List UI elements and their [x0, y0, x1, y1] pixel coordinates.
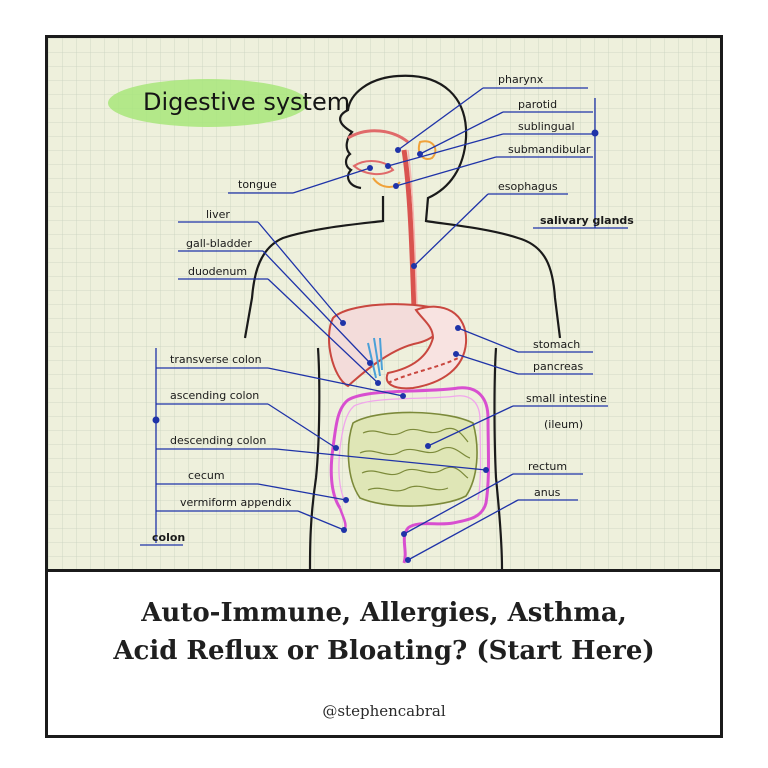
svg-text:(ileum): (ileum) [544, 418, 583, 431]
label-stomach: stomach [455, 325, 593, 353]
svg-text:vermiform appendix: vermiform appendix [180, 496, 292, 509]
svg-text:ascending colon: ascending colon [170, 389, 259, 402]
author-handle: @stephencabral [322, 702, 446, 720]
label-duodenum: duodenum [178, 265, 381, 386]
label-descending-colon: descending colon [156, 434, 489, 473]
label-small-intestine: small intestine (ileum) [425, 392, 608, 449]
label-liver: liver [178, 208, 346, 326]
svg-text:duodenum: duodenum [188, 265, 247, 278]
label-tongue: tongue [228, 165, 373, 194]
label-esophagus: esophagus [411, 180, 568, 269]
svg-text:cecum: cecum [188, 469, 225, 482]
diagram-title: Digestive system [143, 88, 350, 116]
svg-text:transverse colon: transverse colon [170, 353, 262, 366]
digestive-system-diagram: Digestive system [48, 38, 720, 569]
label-pharynx: pharynx [395, 73, 588, 153]
label-submandibular: submandibular [393, 143, 593, 189]
label-gall-bladder: gall-bladder [178, 237, 373, 366]
post-frame: Digestive system [45, 35, 723, 738]
caption-line-1: Auto-Immune, Allergies, Asthma, [141, 598, 627, 628]
label-colon: colon [140, 531, 185, 546]
label-vermiform-appendix: vermiform appendix [156, 496, 347, 533]
colon-inner [338, 395, 482, 505]
salivary-bracket-dot [591, 129, 599, 137]
label-parotid: parotid [417, 98, 593, 157]
svg-text:pharynx: pharynx [498, 73, 544, 86]
label-pancreas: pancreas [453, 351, 593, 375]
label-sublingual: sublingual [385, 120, 593, 169]
svg-text:liver: liver [206, 208, 230, 221]
label-anus: anus [405, 486, 578, 563]
small-intestine-folds [359, 427, 471, 492]
bile-duct [367, 337, 383, 379]
svg-text:sublingual: sublingual [518, 120, 575, 133]
svg-text:stomach: stomach [533, 338, 580, 351]
label-salivary-glands: salivary glands [533, 214, 634, 229]
esophagus-tube [401, 149, 417, 309]
svg-text:rectum: rectum [528, 460, 567, 473]
small-intestine-shape [347, 411, 478, 507]
svg-text:gall-bladder: gall-bladder [186, 237, 252, 250]
label-transverse-colon: transverse colon [156, 353, 406, 399]
svg-text:esophagus: esophagus [498, 180, 558, 193]
svg-text:colon: colon [152, 531, 185, 544]
svg-text:pancreas: pancreas [533, 360, 584, 373]
svg-text:descending colon: descending colon [170, 434, 266, 447]
label-rectum: rectum [401, 460, 583, 537]
label-cecum: cecum [156, 469, 349, 503]
svg-text:tongue: tongue [238, 178, 277, 191]
title-highlight [108, 79, 308, 127]
caption-headline: Auto-Immune, Allergies, Asthma, Acid Ref… [48, 594, 720, 670]
submandibular-gland [372, 177, 401, 188]
caption-line-2: Acid Reflux or Bloating? (Start Here) [113, 636, 655, 666]
colon-bracket-dot [152, 416, 160, 424]
svg-text:submandibular: submandibular [508, 143, 591, 156]
svg-text:small intestine: small intestine [526, 392, 607, 405]
svg-text:parotid: parotid [518, 98, 557, 111]
liver-shape [328, 303, 446, 388]
pancreas-shape [387, 357, 459, 384]
label-ascending-colon: ascending colon [156, 389, 339, 451]
esophagus-inner [407, 149, 418, 309]
nasal-cavity [347, 129, 409, 144]
svg-text:anus: anus [534, 486, 561, 499]
stomach-shape [385, 305, 468, 390]
svg-text:salivary glands: salivary glands [540, 214, 634, 227]
tongue-shape [352, 160, 395, 176]
caption-panel: Auto-Immune, Allergies, Asthma, Acid Ref… [48, 569, 720, 735]
body-silhouette [339, 74, 562, 339]
